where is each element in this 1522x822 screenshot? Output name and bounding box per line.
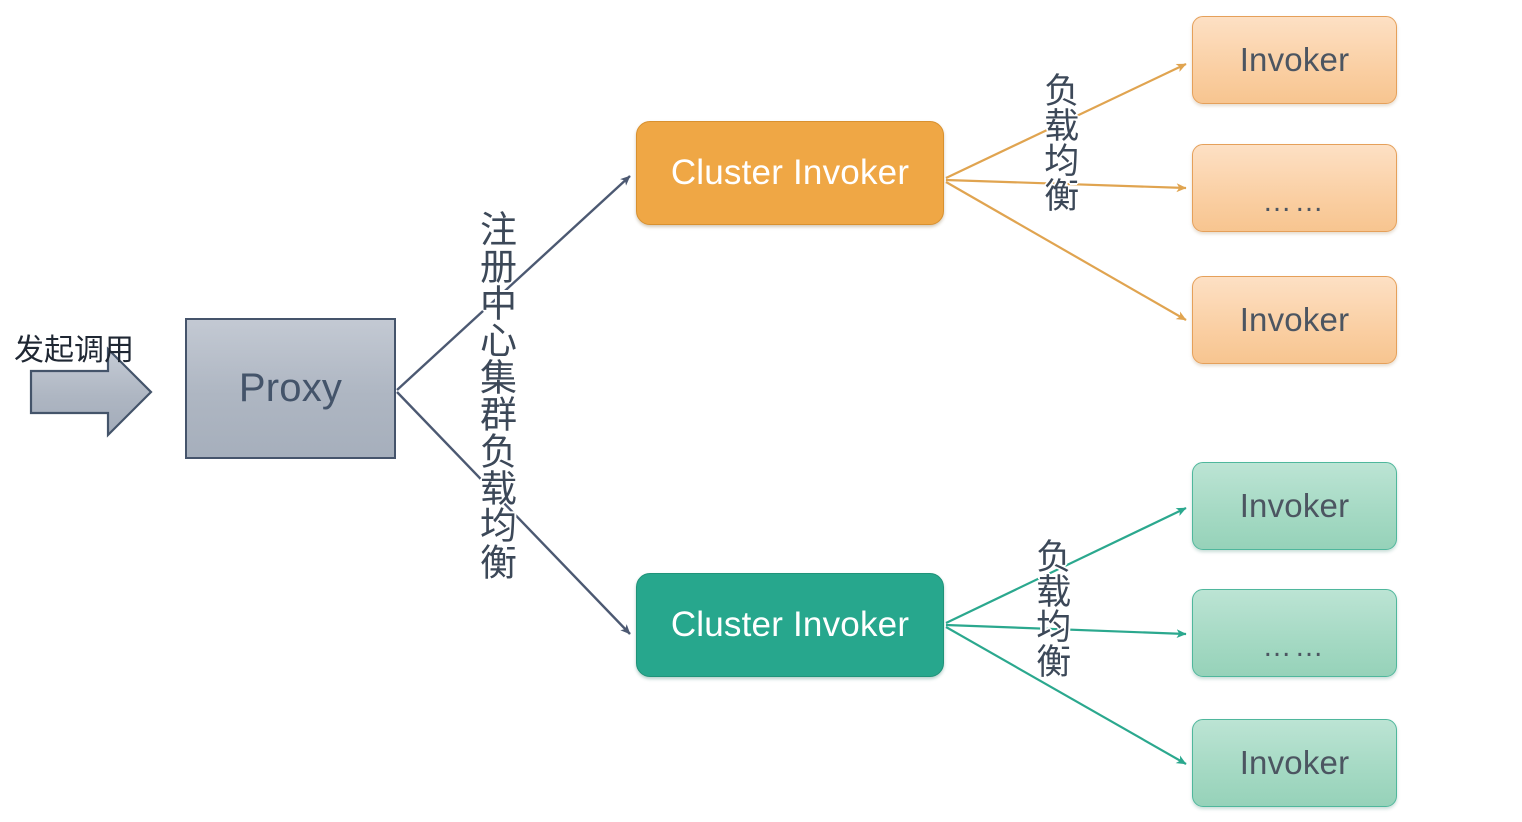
invoker-label: Invoker xyxy=(1239,487,1350,524)
invoker-green-2-ellipsis[interactable]: …… xyxy=(1192,589,1397,677)
invoker-label: Invoker xyxy=(1239,744,1350,781)
entry-label: 发起调用 xyxy=(14,333,134,368)
ellipsis-label: …… xyxy=(1262,631,1327,663)
proxy-label: Proxy xyxy=(238,366,343,410)
proxy-node[interactable]: Proxy xyxy=(185,318,396,459)
cluster-invoker-green-label: Cluster Invoker xyxy=(670,605,910,644)
cluster-invoker-orange[interactable]: Cluster Invoker xyxy=(636,121,944,225)
invoker-green-1[interactable]: Invoker xyxy=(1192,462,1397,550)
loadbalance-label-top: 负载均衡 xyxy=(1038,72,1079,212)
invoker-orange-1[interactable]: Invoker xyxy=(1192,16,1397,104)
invoker-label: Invoker xyxy=(1239,301,1350,338)
invoker-green-3[interactable]: Invoker xyxy=(1192,719,1397,807)
loadbalance-label-bottom: 负载均衡 xyxy=(1030,538,1071,678)
invoker-label: Invoker xyxy=(1239,41,1350,78)
invoker-orange-3[interactable]: Invoker xyxy=(1192,276,1397,364)
ellipsis-label: …… xyxy=(1262,186,1327,218)
cluster-invoker-green[interactable]: Cluster Invoker xyxy=(636,573,944,677)
cluster-invoker-orange-label: Cluster Invoker xyxy=(670,153,910,192)
registry-loadbalance-label: 注册中心集群负载均衡 xyxy=(473,210,517,580)
invoker-orange-2-ellipsis[interactable]: …… xyxy=(1192,144,1397,232)
